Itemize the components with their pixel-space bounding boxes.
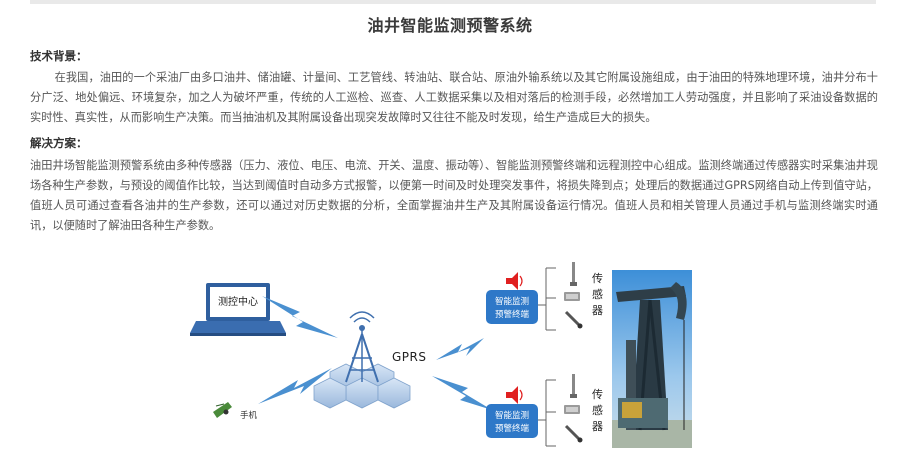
vibration-sensor-icon	[564, 310, 583, 329]
sensor-bracket	[538, 267, 556, 331]
lightning-bolt-icon	[432, 376, 492, 410]
phone-label: 手机	[240, 410, 258, 421]
terminal-bottom-line1: 智能监测	[495, 410, 529, 421]
page-title: 油井智能监测预警系统	[367, 16, 533, 35]
lightning-bolt-icon	[258, 368, 332, 404]
top-divider	[30, 0, 876, 4]
alarm-speaker-icon	[506, 272, 523, 290]
lightning-bolt-icon	[262, 296, 338, 338]
oil-pumpjack-photo	[612, 270, 692, 448]
sensor-bracket	[538, 379, 556, 447]
solution-heading: 解决方案：	[30, 136, 88, 150]
control-center-label: 测控中心	[218, 295, 258, 308]
phone-icon	[213, 402, 232, 418]
pressure-sensor-icon	[570, 262, 577, 286]
solution-paragraph: 油田井场智能监测预警系统由多种传感器（压力、液位、电压、电流、开关、温度、振动等…	[30, 159, 878, 232]
alarm-speaker-icon	[506, 386, 523, 404]
terminal-top-line2: 预警终端	[495, 309, 530, 320]
pressure-sensor-icon	[570, 374, 577, 398]
level-sensor-icon	[564, 405, 580, 414]
laptop-icon	[190, 283, 286, 336]
gprs-label: GPRS	[392, 350, 427, 364]
terminal-bottom	[486, 404, 538, 438]
terminal-top	[486, 290, 538, 324]
terminal-bottom-line2: 预警终端	[495, 423, 530, 434]
gprs-tower-icon	[313, 311, 411, 409]
sensor-label-top: 传 感 器	[592, 272, 607, 317]
lightning-bolt-icon	[436, 338, 484, 360]
background-heading: 技术背景：	[30, 49, 88, 63]
sensor-label-bottom: 传 感 器	[592, 388, 607, 433]
terminal-top-line1: 智能监测	[495, 296, 529, 307]
level-sensor-icon	[564, 292, 580, 301]
vibration-sensor-icon	[564, 424, 583, 443]
background-paragraph: 在我国，油田的一个采油厂由多口油井、储油罐、计量间、工艺管线、转油站、联合站、原…	[30, 71, 878, 124]
